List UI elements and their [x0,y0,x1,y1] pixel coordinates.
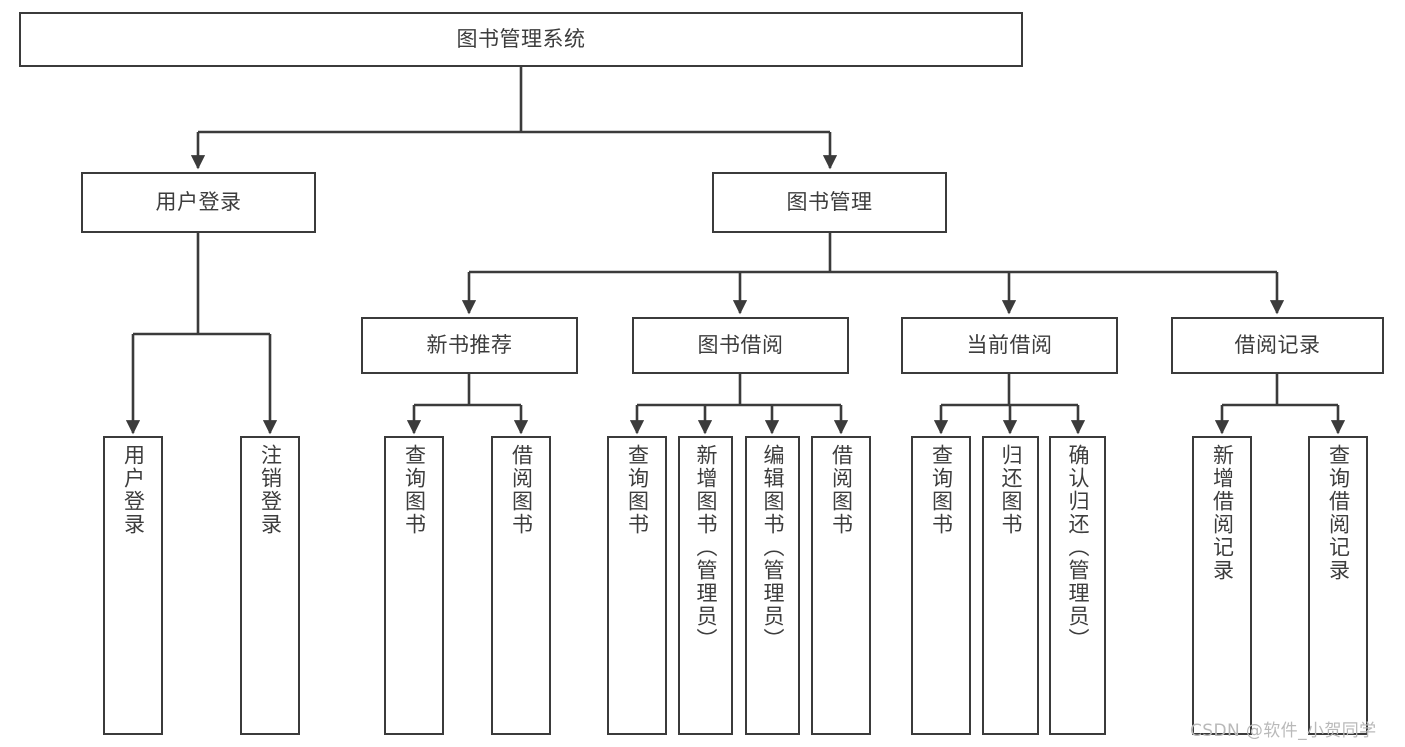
node-label: 借阅图书 [509,444,534,536]
csdn-watermark: CSDN @软件_小贺同学 [1190,721,1377,741]
node-borrow-record[interactable]: 借阅记录 [1171,317,1384,374]
node-leaf-book-borrow-add[interactable]: 新增图书（管理员） [678,436,733,735]
node-label: 查询借阅记录 [1326,444,1351,582]
node-label: 新增借阅记录 [1210,444,1235,582]
node-label: 当前借阅 [966,333,1053,358]
node-root-system[interactable]: 图书管理系统 [19,12,1023,67]
node-leaf-book-borrow-lend[interactable]: 借阅图书 [811,436,871,735]
node-new-book-recommend[interactable]: 新书推荐 [361,317,578,374]
node-label: 查询图书 [625,444,650,536]
node-label: 编辑图书（管理员） [761,444,785,651]
node-label: 借阅图书 [829,444,854,536]
node-leaf-book-borrow-edit[interactable]: 编辑图书（管理员） [745,436,800,735]
node-label: 新书推荐 [426,333,513,358]
node-label: 图书管理 [786,190,873,215]
node-leaf-new-book-query[interactable]: 查询图书 [384,436,444,735]
node-leaf-borrow-record-add[interactable]: 新增借阅记录 [1192,436,1252,735]
node-label: 查询图书 [402,444,427,536]
node-leaf-user-login-signout[interactable]: 注销登录 [240,436,300,735]
node-label: 查询图书 [929,444,954,536]
node-user-login[interactable]: 用户登录 [81,172,316,233]
node-leaf-current-borrow-return[interactable]: 归还图书 [982,436,1039,735]
node-label: 新增图书（管理员） [694,444,718,651]
node-leaf-new-book-borrow[interactable]: 借阅图书 [491,436,551,735]
node-label: 用户登录 [155,190,242,215]
node-label: 用户登录 [121,444,146,536]
node-label: 归还图书 [999,444,1023,536]
node-leaf-user-login-signin[interactable]: 用户登录 [103,436,163,735]
node-leaf-book-borrow-query[interactable]: 查询图书 [607,436,667,735]
node-leaf-current-borrow-confirm[interactable]: 确认归还（管理员） [1049,436,1106,735]
node-current-borrow[interactable]: 当前借阅 [901,317,1118,374]
node-leaf-borrow-record-query[interactable]: 查询借阅记录 [1308,436,1368,735]
node-label: 图书管理系统 [456,27,586,52]
node-leaf-current-borrow-query[interactable]: 查询图书 [911,436,971,735]
node-book-management[interactable]: 图书管理 [712,172,947,233]
node-label: 图书借阅 [697,333,784,358]
node-label: 注销登录 [258,444,283,536]
node-label: 借阅记录 [1234,333,1321,358]
node-label: 确认归还（管理员） [1066,444,1090,651]
node-book-borrow[interactable]: 图书借阅 [632,317,849,374]
